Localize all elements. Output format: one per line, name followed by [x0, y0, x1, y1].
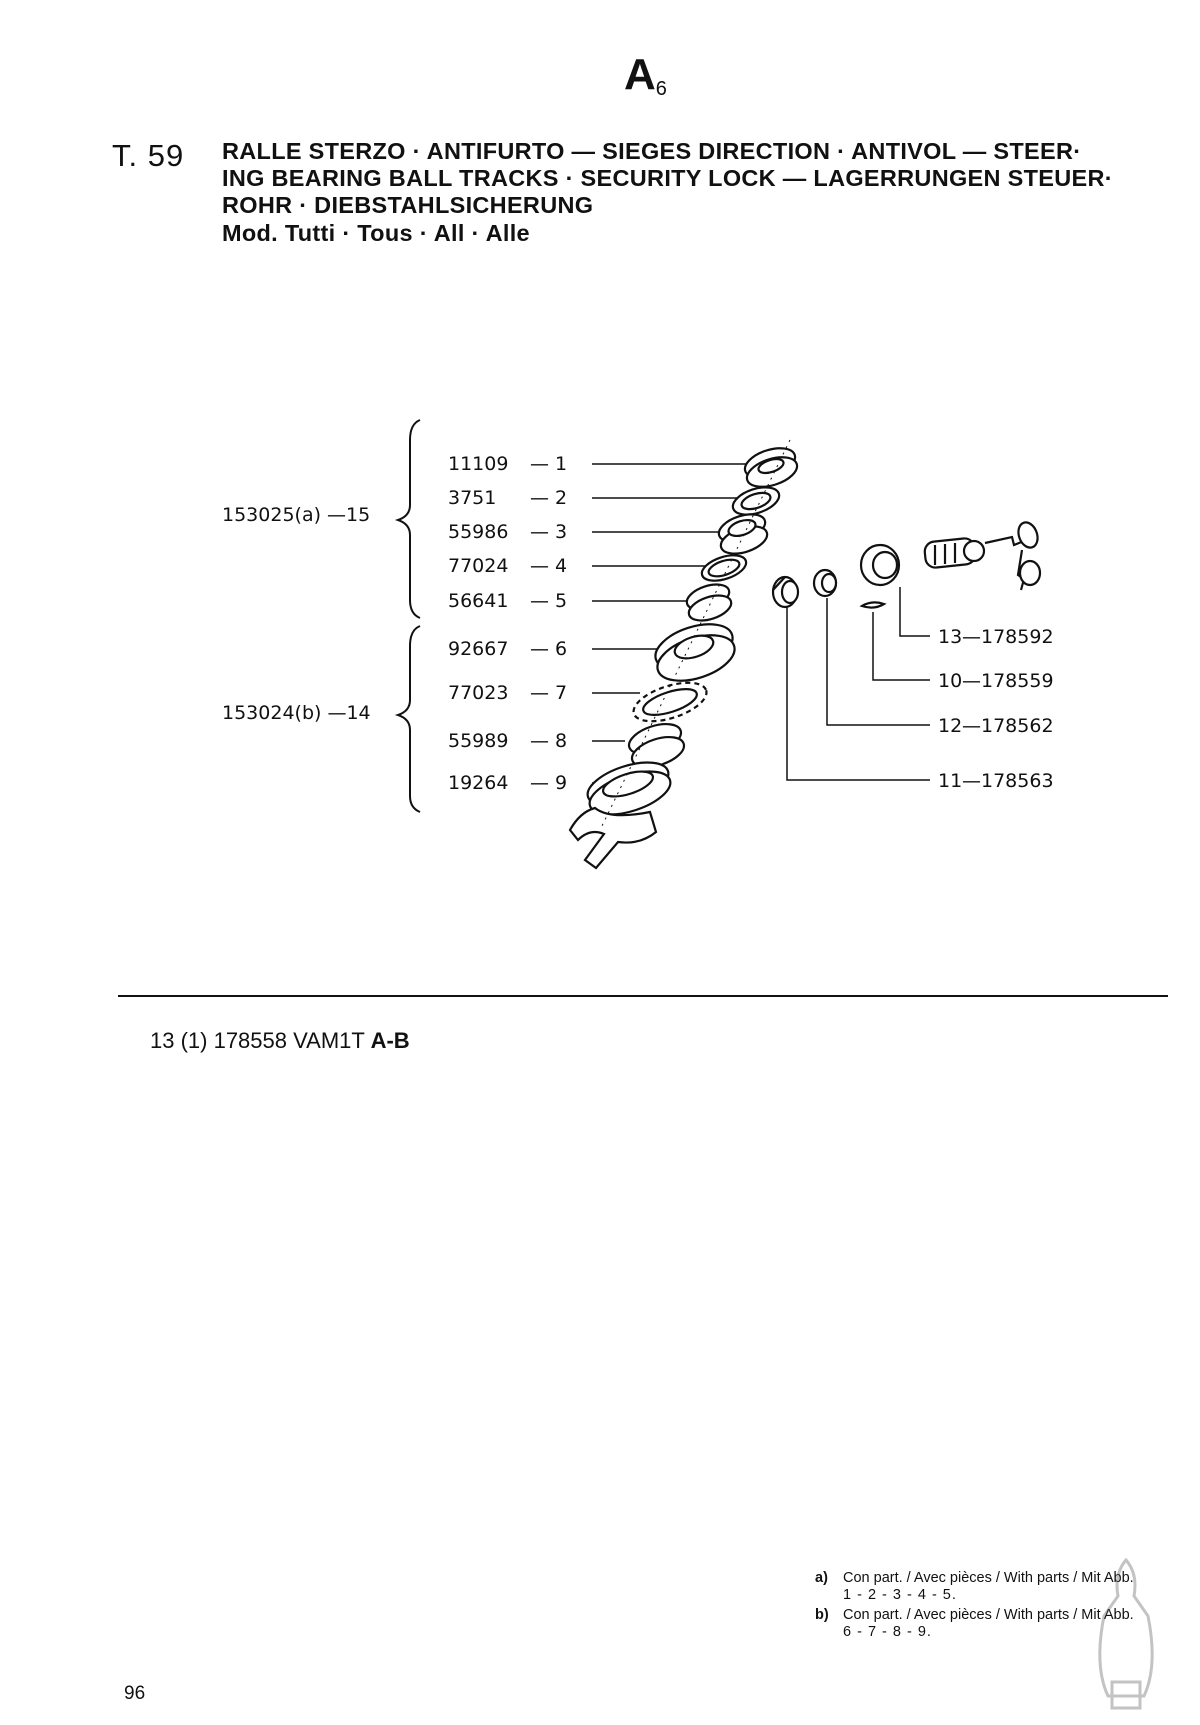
callout-part-4: 77024	[448, 555, 508, 577]
callout-part-6: 92667	[448, 638, 508, 660]
callout-ref-3: — 3	[530, 521, 567, 543]
right-leader-lines	[786, 587, 930, 781]
callout-ref-9: — 9	[530, 772, 567, 794]
section-mark: A6	[624, 50, 667, 100]
callout-ref-5: — 5	[530, 590, 567, 612]
watermark-logo	[1098, 1557, 1154, 1710]
section-subscript: 6	[655, 78, 667, 100]
callout-part-12: —178562	[962, 715, 1054, 737]
brace-group-a	[394, 419, 421, 619]
callout-part-2: 3751	[448, 487, 496, 509]
callout-part-10: —178559	[962, 670, 1054, 692]
part-12-cylinder	[812, 568, 838, 598]
horizontal-divider	[118, 995, 1168, 997]
part-3-cup	[717, 513, 769, 555]
callout-ref-7: — 7	[530, 682, 567, 704]
part-13-lock-body	[859, 537, 986, 587]
right-callouts: 13 —178592 10 —178559 12 —178562 11 —178…	[938, 626, 1054, 792]
callout-part-5: 56641	[448, 590, 508, 612]
footnote-sequence: 1 - 2 - 3 - 4 - 5.	[843, 1587, 957, 1603]
callout-part-8: 55989	[448, 730, 508, 752]
part-9-lower-cup	[586, 761, 672, 816]
left-callouts: 11109 — 1 3751 — 2 55986 — 3 77024 — 4 5…	[448, 453, 567, 794]
models-line: Mod. Tutti · Tous · All · Alle	[222, 220, 530, 246]
callout-ref-4: — 4	[530, 555, 567, 577]
part-5-cone	[685, 583, 733, 622]
part-8-lower-cone	[627, 722, 686, 769]
variant-text: 13 (1) 178558 VAM1T	[150, 1028, 365, 1053]
callout-ref-13: 13	[938, 626, 962, 648]
callout-ref-12: 12	[938, 715, 962, 737]
security-lock-parts	[771, 521, 1042, 609]
footnote-b: b) Con part. / Avec pièces / With parts …	[815, 1607, 1185, 1624]
brace-group-b	[394, 625, 421, 813]
callout-part-11: —178563	[962, 770, 1054, 792]
callout-part-13: —178592	[962, 626, 1054, 648]
steering-bearing-stack	[568, 447, 799, 870]
callout-ref-8: — 8	[530, 730, 567, 752]
callout-ref-1: — 1	[530, 453, 567, 475]
page-number: 96	[124, 1683, 146, 1704]
title-block: RALLE STERZO · ANTIFURTO — SIEGES DIRECT…	[222, 138, 1182, 247]
group-a-label: 153025(a) —15	[222, 504, 370, 526]
footnotes: a) Con part. / Avec pièces / With parts …	[815, 1570, 1185, 1644]
part-10-clip	[859, 601, 887, 609]
footnote-key: a)	[815, 1570, 828, 1586]
footnote-a: a) Con part. / Avec pièces / With parts …	[815, 1570, 1185, 1587]
part-11-sleeve	[771, 575, 800, 609]
footnote-text: Con part. / Avec pièces / With parts / M…	[843, 1607, 1134, 1623]
part-4-ball-race	[700, 554, 748, 582]
title-line-1: RALLE STERZO · ANTIFURTO — SIEGES DIRECT…	[222, 138, 1082, 164]
lock-keys	[984, 521, 1042, 591]
part-6-upper-cup	[654, 623, 736, 682]
part-7-ball-cage	[632, 681, 708, 723]
steering-column-stub	[568, 806, 658, 870]
variant-models: A-B	[370, 1028, 410, 1053]
callout-ref-10: 10	[938, 670, 962, 692]
part-1-locknut	[743, 447, 799, 488]
callout-ref-11: 11	[938, 770, 962, 792]
callout-part-9: 19264	[448, 772, 508, 794]
title-line-3: ROHR · DIEBSTAHLSICHERUNG	[222, 192, 594, 218]
left-leader-lines	[592, 463, 752, 784]
callout-ref-6: — 6	[530, 638, 567, 660]
footnote-key: b)	[815, 1607, 829, 1623]
variant-note: 13 (1) 178558 VAM1T A-B	[150, 1028, 410, 1054]
footnote-text: Con part. / Avec pièces / With parts / M…	[843, 1570, 1134, 1586]
callout-part-1: 11109	[448, 453, 508, 475]
callout-part-7: 77023	[448, 682, 508, 704]
footnote-sequence: 6 - 7 - 8 - 9.	[843, 1624, 932, 1640]
table-number: T. 59	[112, 138, 185, 173]
part-2-washer	[731, 486, 781, 516]
callout-part-3: 55986	[448, 521, 508, 543]
callout-ref-2: — 2	[530, 487, 567, 509]
group-b-label: 153024(b) —14	[222, 702, 371, 724]
section-letter: A	[624, 50, 656, 99]
title-line-2: ING BEARING BALL TRACKS · SECURITY LOCK …	[222, 165, 1113, 191]
